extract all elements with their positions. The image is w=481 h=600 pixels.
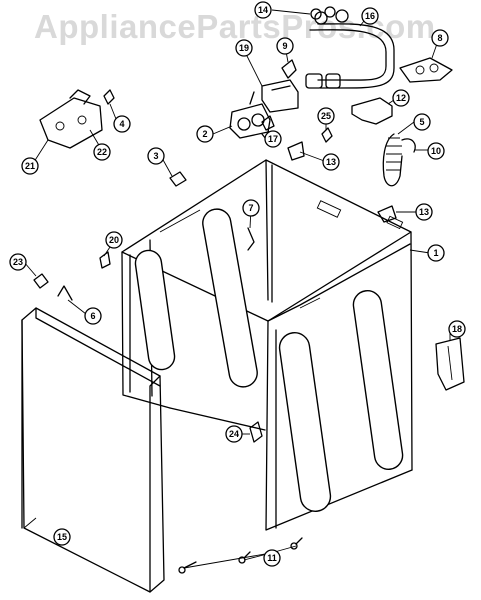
callout-20: 20 <box>105 231 123 249</box>
callout-2: 2 <box>196 125 214 143</box>
callout-23: 23 <box>9 253 27 271</box>
callout-14: 14 <box>254 1 272 19</box>
svg-text:1: 1 <box>433 248 438 258</box>
drain-bracket <box>351 97 393 125</box>
svg-text:13: 13 <box>326 157 336 167</box>
svg-text:12: 12 <box>396 93 406 103</box>
hook <box>247 227 255 251</box>
svg-text:7: 7 <box>248 203 253 213</box>
svg-text:3: 3 <box>153 151 158 161</box>
cabinet-clip-upper <box>287 141 305 161</box>
callout-24: 24 <box>225 425 243 443</box>
valve-bracket <box>261 79 299 113</box>
small-clip <box>103 89 115 105</box>
callout-16: 16 <box>361 7 379 25</box>
callout-7: 7 <box>242 199 260 217</box>
hose-clip <box>281 59 297 79</box>
svg-text:15: 15 <box>57 532 67 542</box>
svg-text:8: 8 <box>437 33 442 43</box>
callout-10: 10 <box>427 142 445 160</box>
svg-text:14: 14 <box>258 5 268 15</box>
svg-text:11: 11 <box>267 553 277 563</box>
svg-text:17: 17 <box>268 134 278 144</box>
panel-slots <box>134 208 404 512</box>
callout-6: 6 <box>84 307 102 325</box>
hose-washers <box>310 6 336 20</box>
screw-clip <box>169 171 187 187</box>
svg-text:16: 16 <box>365 11 375 21</box>
valve-screw <box>261 115 275 131</box>
callout-3: 3 <box>147 147 165 165</box>
callout-18: 18 <box>448 320 466 338</box>
hose-clamp <box>399 57 453 83</box>
front-panel <box>21 307 165 593</box>
svg-text:13: 13 <box>419 207 429 217</box>
svg-text:21: 21 <box>25 161 35 171</box>
cabinet-clip-right <box>377 205 397 223</box>
small-screw <box>321 127 333 143</box>
svg-text:20: 20 <box>109 235 119 245</box>
svg-text:6: 6 <box>90 311 95 321</box>
svg-text:18: 18 <box>452 324 462 334</box>
callout-9: 9 <box>276 37 294 55</box>
svg-text:23: 23 <box>13 257 23 267</box>
water-valve <box>229 91 271 145</box>
callout-13-right: 13 <box>415 203 433 221</box>
svg-text:2: 2 <box>202 129 207 139</box>
callout-1: 1 <box>427 244 445 262</box>
corner-cover <box>435 337 465 391</box>
callout-17: 17 <box>264 130 282 148</box>
callout-13-upper: 13 <box>322 153 340 171</box>
callout-22: 22 <box>93 143 111 161</box>
svg-text:19: 19 <box>239 43 249 53</box>
callout-4: 4 <box>113 115 131 133</box>
callout-11: 11 <box>263 549 281 567</box>
svg-text:25: 25 <box>321 111 331 121</box>
callout-25: 25 <box>317 107 335 125</box>
drain-hose <box>382 133 416 187</box>
callout-12: 12 <box>392 89 410 107</box>
callout-15: 15 <box>53 528 71 546</box>
inlet-hoses <box>305 9 395 89</box>
svg-text:5: 5 <box>419 117 424 127</box>
svg-text:22: 22 <box>97 147 107 157</box>
control-bracket <box>39 89 103 149</box>
spring-clip <box>57 285 73 301</box>
callout-21: 21 <box>21 157 39 175</box>
svg-text:9: 9 <box>282 41 287 51</box>
lower-bracket <box>249 421 263 443</box>
panel-clip <box>33 273 49 289</box>
screws <box>178 537 303 574</box>
svg-text:4: 4 <box>119 119 124 129</box>
callout-5: 5 <box>413 113 431 131</box>
svg-text:10: 10 <box>431 146 441 156</box>
svg-text:24: 24 <box>229 429 239 439</box>
callout-8: 8 <box>431 29 449 47</box>
callout-19: 19 <box>235 39 253 57</box>
